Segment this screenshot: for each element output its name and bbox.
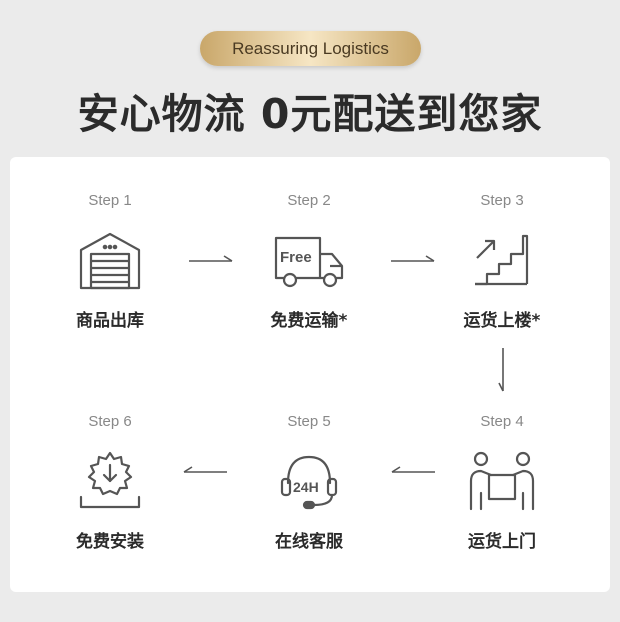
arrow-right-icon [188,253,234,265]
step-4: Step 4 运货上门 [427,413,577,552]
page-title: 安心物流 0元配送到您家 [77,90,543,138]
step-number: Step 6 [88,413,132,430]
badge-text: Reassuring Logistics [232,38,389,58]
install-gear-icon [75,449,145,513]
step-label: 免费安装 [76,532,144,552]
step-label: 在线客服 [275,532,343,552]
free-truck-icon: Free [274,228,344,292]
stairs-up-icon [467,228,537,292]
step-number: Step 4 [480,413,524,430]
process-card: Step 1 商品出库 Step 2 [10,157,610,592]
truck-free-text: Free [280,249,312,266]
step-5: Step 5 24H 在线客服 [234,413,384,552]
step-number: Step 1 [88,192,132,209]
step-label: 商品出库 [76,311,144,331]
step-1: Step 1 商品出库 [35,192,185,331]
warehouse-icon [75,228,145,292]
step-6: Step 6 免费安装 [35,413,185,552]
arrow-left-icon [182,464,228,476]
arrow-right-icon [390,253,436,265]
step-number: Step 5 [287,413,331,430]
arrow-left-icon [390,464,436,476]
delivery-people-icon [467,449,537,513]
step-3: Step 3 运货上楼* [427,192,577,331]
step-label: 免费运输* [270,311,348,331]
arrow-down-icon [497,347,509,393]
step-label: 运货上楼* [463,311,541,331]
step-number: Step 3 [480,192,524,209]
step-label: 运货上门 [468,532,536,552]
headset-24h-text: 24H [293,479,319,495]
step-2: Step 2 Free 免费运输* [234,192,384,331]
step-number: Step 2 [287,192,331,209]
headset-24h-icon: 24H [274,449,344,513]
badge-pill: Reassuring Logistics [200,31,421,66]
